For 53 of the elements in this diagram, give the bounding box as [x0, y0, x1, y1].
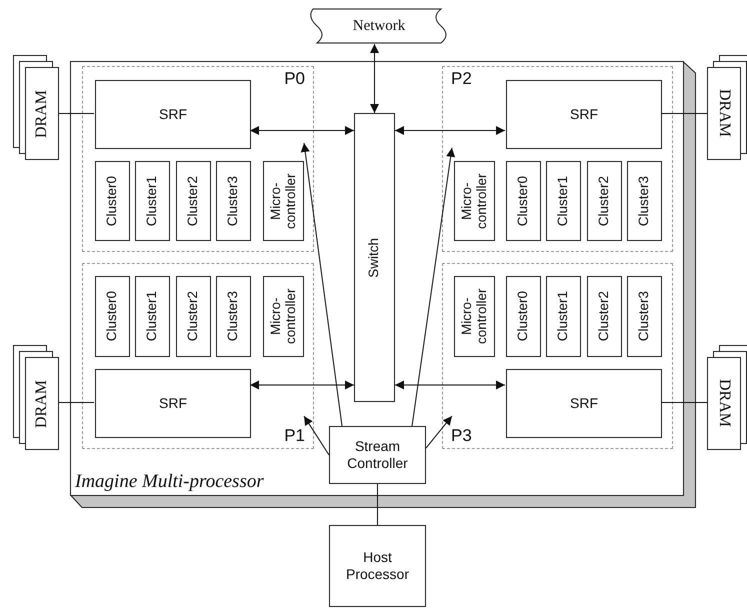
unit-block: Cluster1	[135, 276, 170, 357]
dram-stack	[707, 55, 747, 160]
node-label: DRAM	[715, 88, 734, 140]
unit-block: SRF	[95, 80, 251, 149]
processor-region	[82, 66, 314, 252]
unit-block: Micro- controller	[263, 161, 304, 241]
dram-stack	[707, 345, 747, 450]
dram-stack	[13, 345, 59, 450]
connector-arrow	[394, 126, 506, 135]
unit-block: Cluster1	[135, 161, 170, 241]
node-label: DRAM	[715, 378, 734, 430]
unit-block: Switch	[354, 113, 395, 402]
unit-block: Cluster1	[546, 276, 581, 357]
unit-block: Cluster3	[627, 161, 662, 241]
unit-block: Stream Controller	[329, 426, 426, 484]
unit-block: Cluster3	[627, 276, 662, 357]
unit-block: SRF	[506, 369, 662, 438]
node-label: DRAM	[32, 88, 51, 140]
unit-block: Cluster2	[176, 161, 211, 241]
chip-label: Imagine Multi-processor	[75, 471, 264, 493]
connector-arrow	[412, 147, 456, 426]
unit-block: Cluster0	[506, 161, 541, 241]
unit-block: Micro- controller	[454, 161, 495, 241]
unit-block: Cluster2	[587, 161, 622, 241]
region-label: P0	[284, 69, 305, 89]
unit-block: Cluster3	[216, 276, 251, 357]
node-label: Network	[352, 16, 406, 36]
region-label: P2	[451, 69, 472, 89]
connector-arrow	[394, 380, 506, 390]
unit-block: Cluster0	[506, 276, 541, 357]
unit-block: Host Processor	[329, 525, 426, 607]
unit-block: SRF	[95, 369, 251, 438]
unit-block: Micro- controller	[263, 276, 304, 357]
unit-block: Micro- controller	[454, 276, 495, 357]
connector-arrow	[300, 142, 342, 426]
processor-region	[442, 263, 673, 449]
unit-block: SRF	[506, 80, 662, 149]
unit-block: Cluster2	[587, 276, 622, 357]
unit-block: Cluster1	[546, 161, 581, 241]
dram-stack	[13, 55, 59, 160]
node-label: DRAM	[32, 378, 51, 430]
region-label: P1	[284, 426, 305, 446]
connector-arrow	[250, 126, 354, 135]
processor-region	[82, 263, 314, 449]
connector-arrow	[370, 44, 379, 114]
connector-arrow	[250, 380, 354, 390]
processor-region	[442, 66, 673, 252]
unit-block: Cluster0	[95, 276, 130, 357]
unit-block: Cluster0	[95, 161, 130, 241]
region-label: P3	[451, 426, 472, 446]
chip-package	[70, 61, 696, 508]
unit-block: Cluster3	[216, 161, 251, 241]
unit-block: Cluster2	[176, 276, 211, 357]
